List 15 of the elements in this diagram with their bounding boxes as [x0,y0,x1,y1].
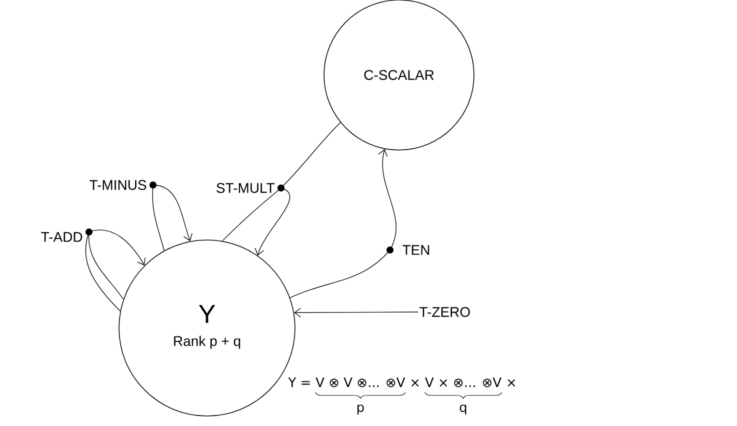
formula-text: V ⊗ V ⊗... ⊗V [316,378,406,388]
operation-label: T-MINUS [90,180,146,190]
operation-label: T-ADD [41,232,82,242]
formula-text: p [357,404,364,415]
arrow [378,149,396,250]
arrow [254,188,290,256]
operation-label: ST-MULT [216,183,274,193]
formula-text: V × ⊗... ⊗V [425,378,502,388]
formula-text: q [460,404,466,415]
operation-label: TEN [402,245,430,255]
operation-label: T-ZERO [420,307,470,317]
formula-text: × [508,379,516,387]
arrow [294,308,418,318]
formula-text: Y = [288,378,310,387]
formula-text: × [411,379,419,387]
